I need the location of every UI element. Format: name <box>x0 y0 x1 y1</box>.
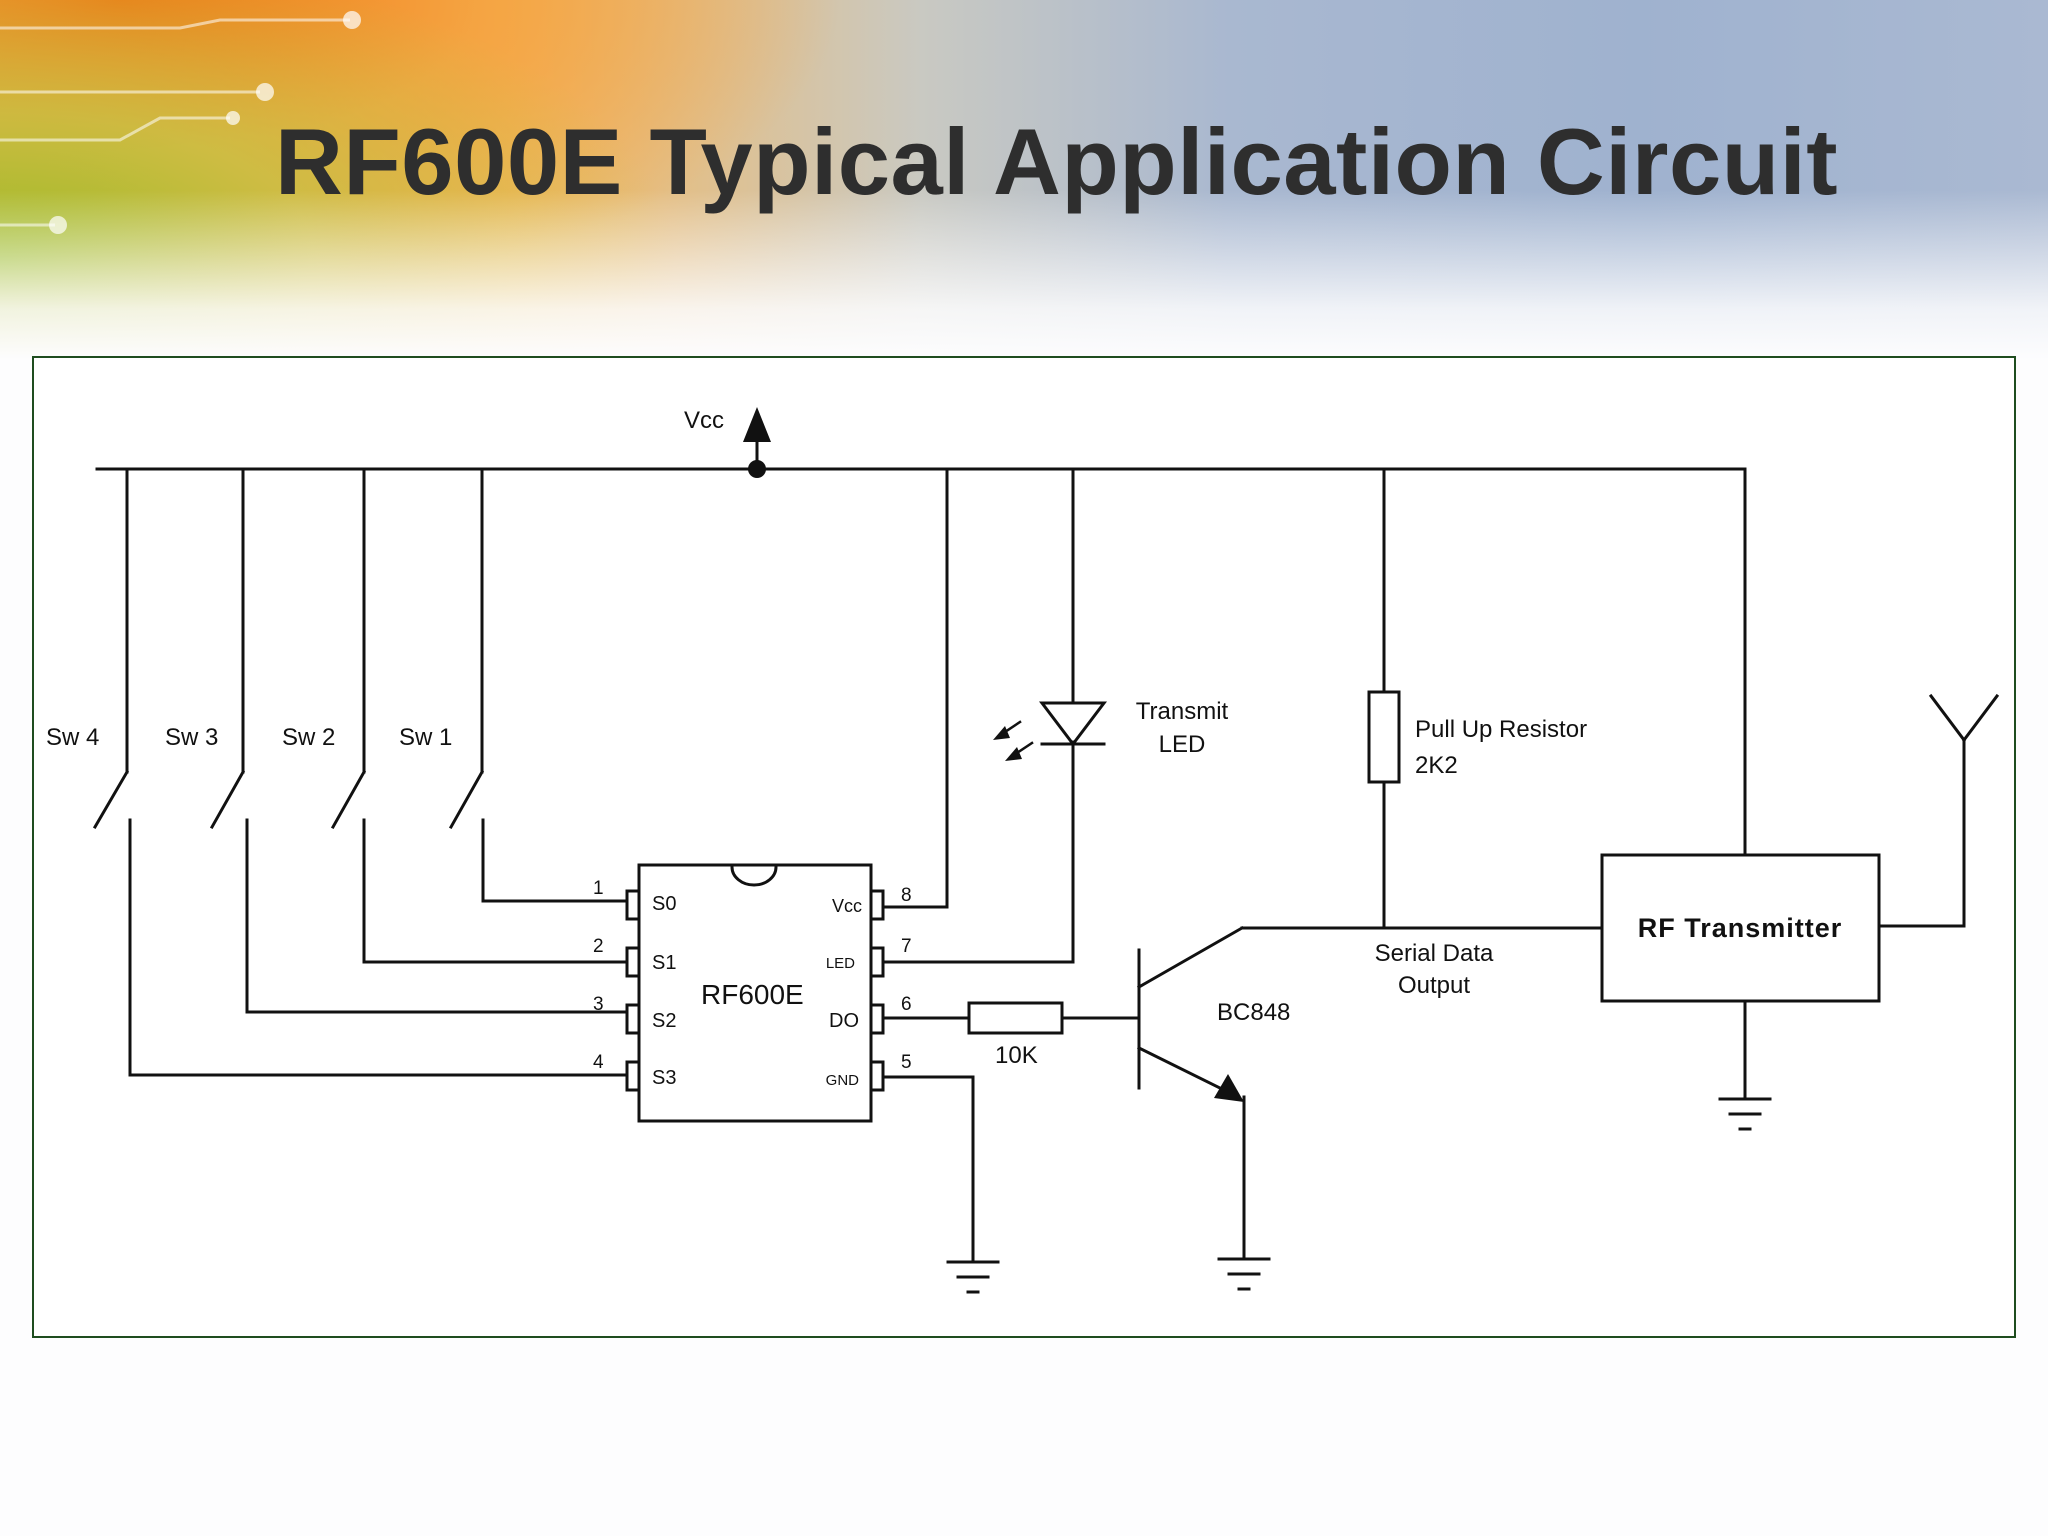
pin-label-s2: S2 <box>652 1010 676 1032</box>
switch-sw2 <box>330 467 629 964</box>
pin-label-s0: S0 <box>652 893 676 915</box>
transmit-led-diode <box>1038 701 1108 747</box>
led-label-line2: LED <box>1159 731 1206 758</box>
serial-output-label-line2: Output <box>1398 972 1470 999</box>
slide-title: RF600E Typical Application Circuit <box>275 109 1839 214</box>
circuit-diagram-frame: Vcc Sw 4 Sw 3 Sw 2 Sw 1 RF600E 1 2 3 4 S… <box>32 356 2016 1338</box>
pin-number-5: 5 <box>901 1052 912 1073</box>
ground-symbol-emitter <box>1217 1257 1271 1291</box>
pin-number-4: 4 <box>593 1052 604 1073</box>
switch-sw4 <box>92 467 629 1077</box>
pin-number-2: 2 <box>593 936 604 957</box>
resistor-value-label: 10K <box>995 1042 1038 1069</box>
pin-number-7: 7 <box>901 936 912 957</box>
ic-name-label: RF600E <box>701 979 804 1010</box>
led-label-line1: Transmit <box>1136 698 1229 725</box>
vcc-label: Vcc <box>684 407 724 434</box>
pullup-resistor <box>1367 690 1401 784</box>
rf-transmitter-box <box>1600 853 1881 1003</box>
pin-number-1: 1 <box>593 878 604 899</box>
switch-sw1 <box>448 467 629 903</box>
serial-output-label-line1: Serial Data <box>1375 940 1494 967</box>
pin-number-8: 8 <box>901 885 912 906</box>
transistor-label: BC848 <box>1217 999 1290 1026</box>
pullup-label-line1: Pull Up Resistor <box>1415 716 1587 743</box>
pin-label-s1: S1 <box>652 952 676 974</box>
decorative-circuit-traces <box>0 11 361 234</box>
ground-symbol-rf <box>1718 1097 1772 1131</box>
ic-rf600e-body <box>637 863 873 1123</box>
switch-sw3 <box>209 467 629 1014</box>
pin-label-led: LED <box>826 955 855 972</box>
pin-number-6: 6 <box>901 994 912 1015</box>
rf-transmitter-label: RF Transmitter <box>1638 913 1843 943</box>
circuit-schematic: Vcc Sw 4 Sw 3 Sw 2 Sw 1 RF600E 1 2 3 4 S… <box>46 407 2000 1294</box>
pin-number-3: 3 <box>593 994 604 1015</box>
emitter-arrow-icon <box>1214 1074 1244 1102</box>
pin-label-s3: S3 <box>652 1067 676 1089</box>
pin-label-do: DO <box>829 1010 859 1032</box>
pullup-value-label: 2K2 <box>1415 752 1458 779</box>
pin-label-vcc: Vcc <box>832 896 862 916</box>
ground-symbol-pin5 <box>946 1260 1000 1294</box>
switch-label-sw1: Sw 1 <box>399 724 452 751</box>
ic-notch <box>730 865 778 887</box>
vcc-arrow-icon <box>743 407 771 442</box>
switch-label-sw2: Sw 2 <box>282 724 335 751</box>
resistor-10k <box>967 1001 1064 1035</box>
vcc-junction-dot <box>748 460 766 478</box>
slide-header-background <box>0 0 2048 360</box>
switch-label-sw3: Sw 3 <box>165 724 218 751</box>
switch-label-sw4: Sw 4 <box>46 724 99 751</box>
pin-label-gnd: GND <box>826 1072 860 1089</box>
